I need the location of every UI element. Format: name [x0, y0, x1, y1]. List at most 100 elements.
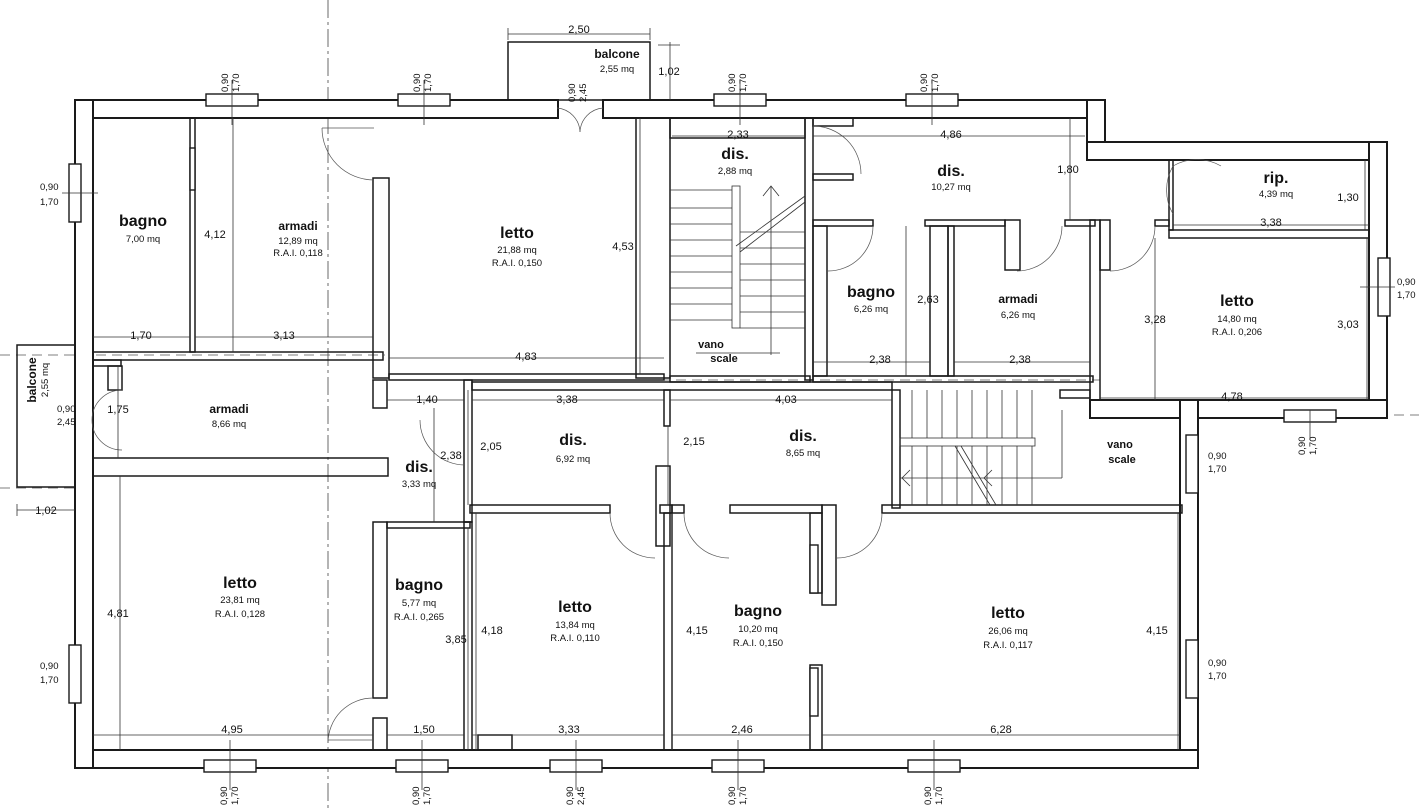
room-name: armadi — [278, 219, 317, 233]
room-name: dis. — [789, 428, 817, 445]
room-area: 21,88 mq — [497, 245, 537, 256]
room-area: 6,26 mq — [1001, 310, 1035, 321]
dim-label: 3,85 — [445, 634, 466, 646]
balcony-name: balcone — [25, 357, 39, 403]
room-name: letto — [558, 599, 592, 616]
room-area: 2,88 mq — [718, 166, 752, 177]
opening-width: 0,90 — [40, 182, 59, 193]
room-dis-4: dis. 6,92 mq — [556, 432, 590, 465]
dim-label: 3,38 — [556, 394, 577, 406]
dim-label: 3,28 — [1144, 314, 1165, 326]
room-area: 23,81 mq — [220, 595, 260, 606]
room-name: letto — [500, 225, 534, 242]
room-name: rip. — [1264, 170, 1289, 187]
stair-lower — [899, 390, 1063, 506]
room-dis-1: dis. 2,88 mq — [718, 146, 752, 177]
inner-walls — [92, 117, 1370, 751]
stair-label-line2: scale — [1108, 454, 1136, 466]
room-area: 12,89 mq — [278, 236, 318, 247]
room-bagno-1: bagno 7,00 mq — [119, 213, 167, 245]
room-name: dis. — [937, 163, 965, 180]
opening-width: 0,90 — [1208, 658, 1227, 669]
dim-label: 3,03 — [1337, 319, 1358, 331]
room-name: dis. — [721, 146, 749, 163]
opening-width: 0,90 — [57, 404, 76, 415]
room-rai: R.A.I. 0,117 — [983, 640, 1032, 651]
room-rai: R.A.I. 0,118 — [273, 248, 322, 259]
opening-width: 0,90 — [923, 787, 934, 806]
dim-label: 1,80 — [1057, 164, 1078, 176]
room-name: bagno — [847, 284, 895, 301]
opening-height: 1,70 — [930, 74, 941, 93]
dim-label: 4,78 — [1221, 391, 1242, 403]
room-labels: bagno 7,00 mq armadi 12,89 mq R.A.I. 0,1… — [119, 146, 1293, 651]
room-rai: R.A.I. 0,110 — [550, 633, 599, 644]
balcony-area: 2,55 mq — [600, 64, 634, 75]
dim-label: 2,50 — [568, 24, 589, 36]
dim-label: 1,02 — [35, 505, 56, 517]
dim-label: 2,63 — [917, 294, 938, 306]
dimension-lines — [16, 28, 1395, 790]
dim-label: 1,30 — [1337, 192, 1358, 204]
room-dis-5: dis. 8,65 mq — [786, 428, 820, 459]
dim-label: 2,46 — [731, 724, 752, 736]
room-area: 8,66 mq — [212, 419, 246, 430]
room-bagno-3: bagno 5,77 mq R.A.I. 0,265 — [394, 577, 444, 623]
room-area: 14,80 mq — [1217, 314, 1257, 325]
room-name: letto — [1220, 293, 1254, 310]
opening-height: 1,70 — [230, 787, 241, 806]
room-dis-2: dis. 10,27 mq — [931, 163, 971, 193]
room-name: armadi — [209, 402, 248, 416]
opening-height: 1,70 — [1208, 671, 1227, 682]
dim-label: 3,38 — [1260, 217, 1281, 229]
room-area: 8,65 mq — [786, 448, 820, 459]
room-armadi-3: armadi 8,66 mq — [209, 402, 248, 430]
room-area: 10,20 mq — [738, 624, 778, 635]
dim-label: 3,13 — [273, 330, 294, 342]
opening-width: 0,90 — [220, 74, 231, 93]
opening-height: 1,70 — [423, 74, 434, 93]
opening-width: 0,90 — [727, 787, 738, 806]
dim-label: 6,28 — [990, 724, 1011, 736]
balcony-area: 2,55 mq — [40, 363, 51, 397]
dim-label: 4,83 — [515, 351, 536, 363]
dim-label: 1,75 — [107, 404, 128, 416]
dim-label: 1,40 — [416, 394, 437, 406]
balcony-name: balcone — [594, 47, 640, 61]
dim-label: 4,15 — [686, 625, 707, 637]
room-bagno-4: bagno 10,20 mq R.A.I. 0,150 — [733, 603, 783, 649]
room-name: bagno — [119, 213, 167, 230]
room-area: 5,77 mq — [402, 598, 436, 609]
opening-height: 2,45 — [57, 417, 76, 428]
dim-label: 3,33 — [558, 724, 579, 736]
dim-label: 2,05 — [480, 441, 501, 453]
opening-height: 1,70 — [40, 675, 59, 686]
opening-height: 1,70 — [738, 74, 749, 93]
room-rai: R.A.I. 0,265 — [394, 612, 444, 623]
room-rip: rip. 4,39 mq — [1259, 170, 1293, 200]
opening-labels: 0,90 1,70 0,90 1,70 0,90 2,45 0,90 1,70 … — [40, 74, 1416, 806]
opening-width: 0,90 — [40, 661, 59, 672]
room-area: 7,00 mq — [126, 234, 160, 245]
room-name: letto — [223, 575, 257, 592]
opening-width: 0,90 — [919, 74, 930, 93]
opening-width: 0,90 — [727, 74, 738, 93]
balcony-labels: balcone 2,55 mq balcone 2,55 mq — [25, 47, 640, 403]
dim-label: 4,95 — [221, 724, 242, 736]
dim-label: 2,38 — [869, 354, 890, 366]
room-bagno-2: bagno 6,26 mq — [847, 284, 895, 315]
dim-label: 4,12 — [204, 229, 225, 241]
room-name: letto — [991, 605, 1025, 622]
dim-label: 1,50 — [413, 724, 434, 736]
room-letto-3: letto 23,81 mq R.A.I. 0,128 — [215, 575, 265, 620]
room-dis-3: dis. 3,33 mq — [402, 459, 436, 490]
room-area: 13,84 mq — [555, 620, 595, 631]
room-letto-2: letto 14,80 mq R.A.I. 0,206 — [1212, 293, 1262, 338]
opening-width: 0,90 — [219, 787, 230, 806]
opening-height: 1,70 — [40, 197, 59, 208]
dim-label: 2,15 — [683, 436, 704, 448]
dim-label: 2,38 — [1009, 354, 1030, 366]
stair-upper — [670, 185, 806, 355]
room-armadi-2: armadi 6,26 mq — [998, 292, 1037, 321]
